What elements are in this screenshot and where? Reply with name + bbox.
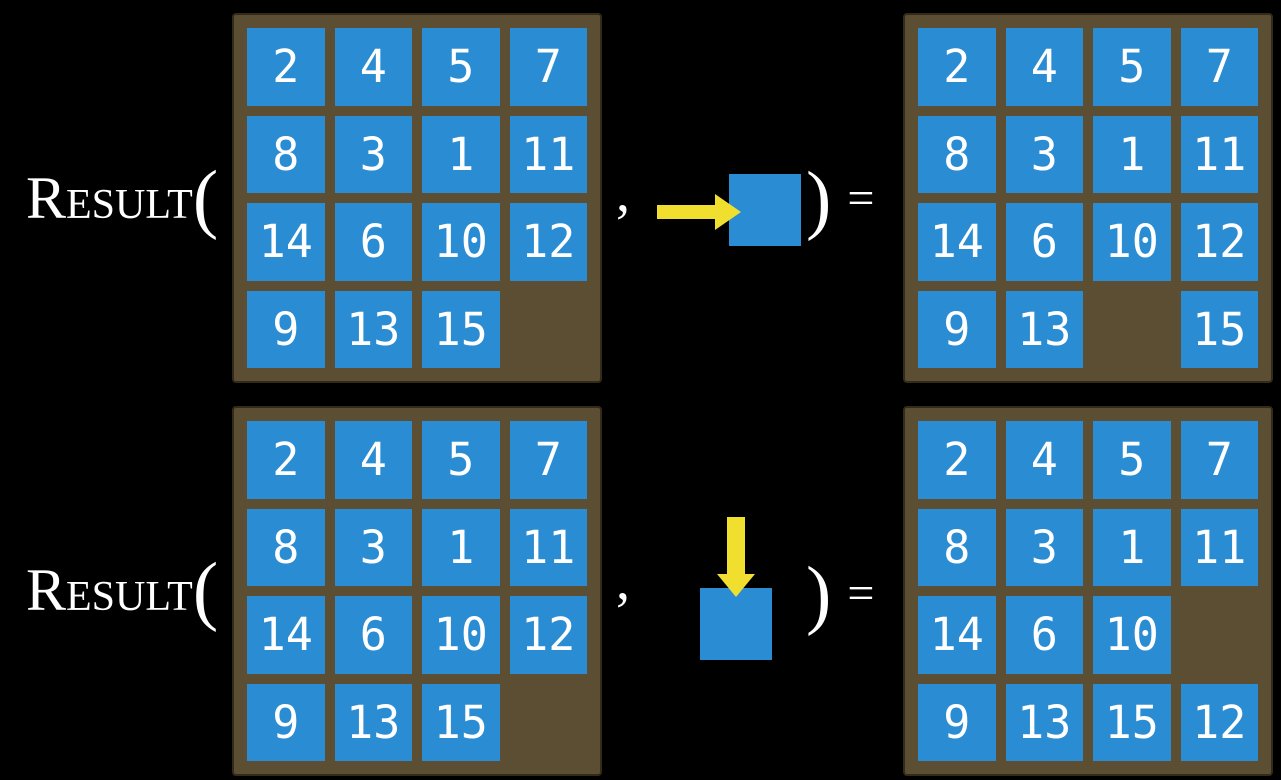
puzzle-tile-5: 5	[422, 421, 500, 499]
puzzle-tile-3: 3	[334, 508, 412, 586]
function-name: Result	[26, 557, 193, 623]
puzzle-tile-8: 8	[918, 115, 996, 193]
puzzle-tile-7: 7	[1180, 421, 1258, 499]
puzzle-tile-1: 1	[422, 508, 500, 586]
move-down-arrow-icon	[717, 517, 755, 597]
puzzle-tile-10: 10	[422, 596, 500, 674]
puzzle-tile-10: 10	[1093, 596, 1171, 674]
close-paren-equals: ) =	[806, 156, 875, 242]
puzzle-tile-3: 3	[1005, 508, 1083, 586]
open-paren: (	[192, 547, 219, 633]
puzzle-tile-11: 11	[1180, 115, 1258, 193]
puzzle-tile-3: 3	[1005, 115, 1083, 193]
puzzle-tile-12: 12	[509, 203, 587, 281]
puzzle-tile-8: 8	[247, 508, 325, 586]
result-function-label: Result(	[26, 155, 219, 241]
open-paren: (	[192, 155, 219, 241]
close-paren-equals: ) =	[806, 551, 875, 637]
puzzle-tile-1: 1	[1093, 115, 1171, 193]
puzzle-tile-14: 14	[918, 596, 996, 674]
puzzle-tile-2: 2	[918, 421, 996, 499]
puzzle-tile-13: 13	[334, 290, 412, 368]
puzzle-tile-10: 10	[1093, 203, 1171, 281]
puzzle-tile-8: 8	[918, 508, 996, 586]
close-paren: )	[806, 551, 832, 637]
puzzle-tile-11: 11	[1180, 508, 1258, 586]
puzzle-tile-7: 7	[509, 28, 587, 106]
puzzle-tile-14: 14	[247, 203, 325, 281]
puzzle-tile-2: 2	[918, 28, 996, 106]
puzzle-tile-7: 7	[509, 421, 587, 499]
puzzle-tile-2: 2	[247, 421, 325, 499]
blank-cell	[510, 291, 588, 369]
puzzle-tile-9: 9	[918, 683, 996, 761]
puzzle-tile-4: 4	[1005, 28, 1083, 106]
puzzle-tile-11: 11	[509, 115, 587, 193]
puzzle-tile-3: 3	[334, 115, 412, 193]
puzzle-tile-12: 12	[1180, 683, 1258, 761]
equals-sign: =	[847, 172, 875, 225]
puzzle-tile-9: 9	[247, 290, 325, 368]
puzzle-tile-4: 4	[334, 421, 412, 499]
result-function-label: Result(	[26, 547, 219, 633]
puzzle-tile-14: 14	[918, 203, 996, 281]
move-right-arrow-icon	[657, 194, 741, 230]
puzzle-tile-4: 4	[334, 28, 412, 106]
puzzle-tile-14: 14	[247, 596, 325, 674]
comma: ,	[616, 162, 630, 224]
function-name: Result	[26, 165, 193, 231]
puzzle-tile-15: 15	[1180, 290, 1258, 368]
puzzle-tile-2: 2	[247, 28, 325, 106]
puzzle-tile-15: 15	[1093, 683, 1171, 761]
puzzle-tile-1: 1	[1093, 508, 1171, 586]
puzzle-tile-7: 7	[1180, 28, 1258, 106]
blank-cell	[510, 684, 588, 762]
puzzle-tile-4: 4	[1005, 421, 1083, 499]
blank-cell	[1093, 291, 1171, 369]
close-paren: )	[806, 156, 832, 242]
puzzle-tile-15: 15	[422, 683, 500, 761]
puzzle-tile-1: 1	[422, 115, 500, 193]
puzzle-tile-13: 13	[1005, 683, 1083, 761]
puzzle-tile-5: 5	[422, 28, 500, 106]
puzzle-tile-13: 13	[1005, 290, 1083, 368]
puzzle-tile-9: 9	[918, 290, 996, 368]
puzzle-tile-12: 12	[1180, 203, 1258, 281]
puzzle-tile-10: 10	[422, 203, 500, 281]
equals-sign: =	[847, 567, 875, 620]
operand-tile	[729, 174, 801, 246]
puzzle-tile-13: 13	[334, 683, 412, 761]
puzzle-tile-9: 9	[247, 683, 325, 761]
blank-cell	[1181, 596, 1259, 674]
puzzle-tile-6: 6	[1005, 596, 1083, 674]
comma: ,	[616, 550, 630, 612]
puzzle-tile-6: 6	[334, 203, 412, 281]
puzzle-tile-5: 5	[1093, 421, 1171, 499]
puzzle-tile-12: 12	[509, 596, 587, 674]
puzzle-tile-8: 8	[247, 115, 325, 193]
puzzle-tile-15: 15	[422, 290, 500, 368]
puzzle-tile-6: 6	[334, 596, 412, 674]
puzzle-tile-6: 6	[1005, 203, 1083, 281]
puzzle-tile-11: 11	[509, 508, 587, 586]
puzzle-tile-5: 5	[1093, 28, 1171, 106]
operand-tile	[700, 588, 772, 660]
